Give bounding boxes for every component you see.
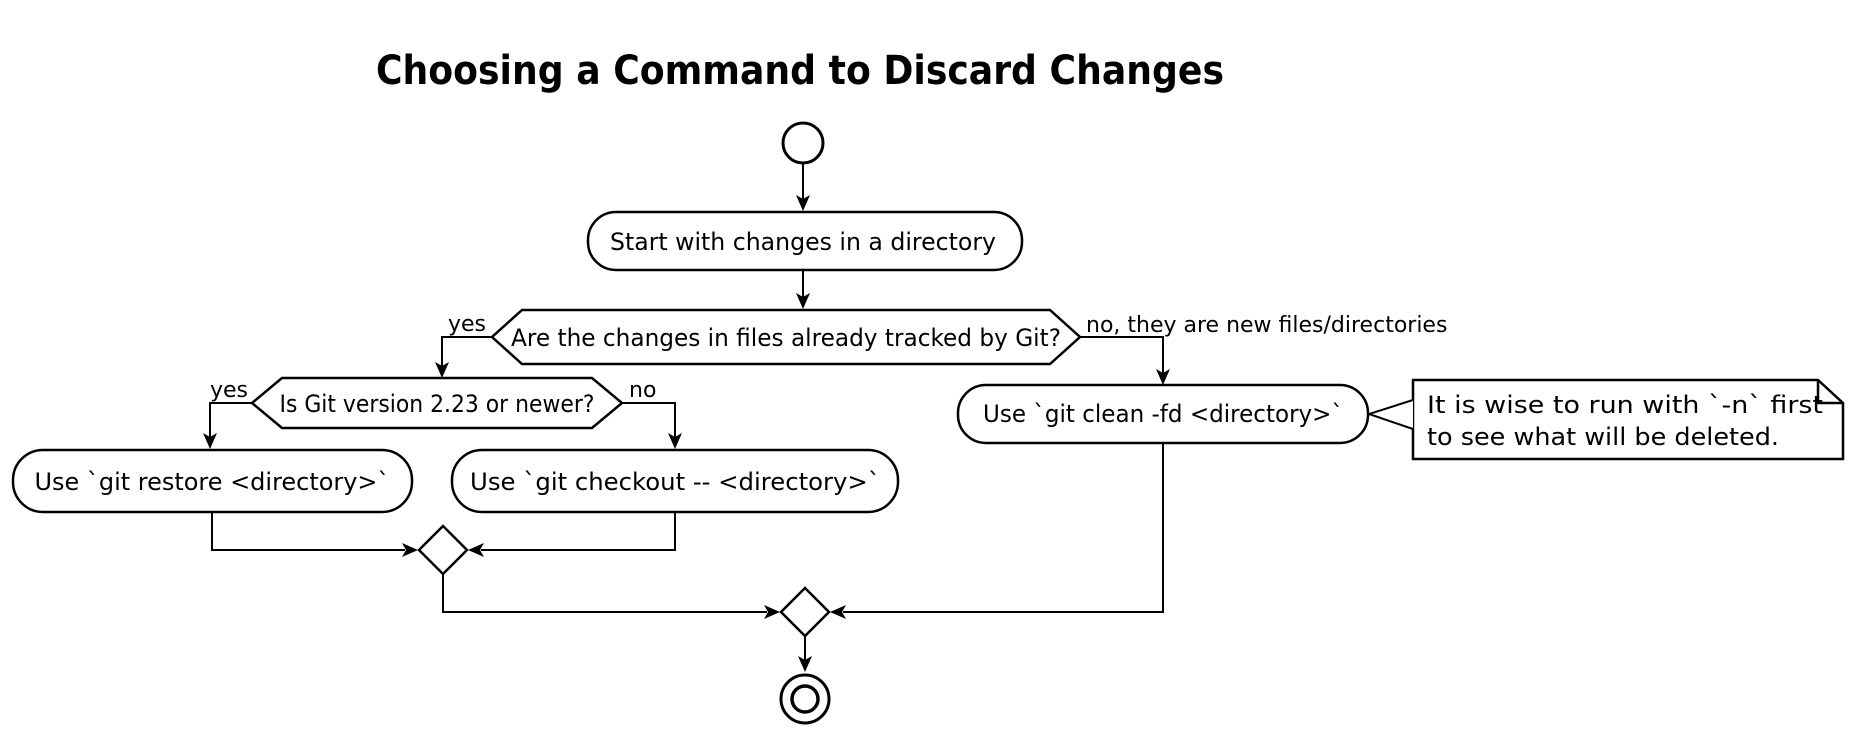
- action-node-start-label: Start with changes in a directory: [610, 228, 996, 256]
- edge-version-yes: [203, 402, 252, 449]
- arrowhead-down-icon: [435, 362, 449, 378]
- start-circle: [781, 121, 825, 165]
- arrowhead-down-icon: [796, 293, 810, 309]
- arrowhead-down-icon: [796, 195, 810, 211]
- edge-label-tracked-no: no, they are new files/directories: [1086, 313, 1447, 338]
- edge-line: [481, 512, 676, 551]
- edge-version-no: [622, 402, 682, 449]
- arrowhead-down-icon: [668, 433, 682, 449]
- diagram-title: Choosing a Command to Discard Changes: [376, 48, 1224, 94]
- edge-label-tracked-yes: yes: [448, 312, 486, 337]
- edge-action-to-decision-tracked: [796, 270, 810, 309]
- arrowhead-right-icon: [764, 605, 780, 619]
- edge-label-version-no: no: [629, 378, 656, 403]
- arrowhead-left-icon: [830, 605, 846, 619]
- arrowhead-left-icon: [468, 543, 484, 557]
- edge-label-version-yes: yes: [210, 378, 248, 403]
- action-node-clean-label: Use `git clean -fd <directory>`: [983, 400, 1343, 428]
- action-node-checkout-label: Use `git checkout -- <directory>`: [470, 468, 880, 496]
- decision-node-tracked-label: Are the changes in files already tracked…: [511, 324, 1061, 352]
- arrowhead-down-icon: [203, 433, 217, 449]
- arrowhead-down-icon: [798, 656, 812, 672]
- edge-tracked-no: [1080, 336, 1170, 385]
- edge-line: [622, 402, 676, 445]
- note-text-line1: It is wise to run with `-n` first: [1427, 391, 1823, 419]
- note-text-line2: to see what will be deleted.: [1427, 423, 1779, 451]
- edge-line: [1080, 336, 1164, 381]
- edge-clean-to-merge2: [830, 443, 1164, 619]
- edge-line: [209, 402, 252, 445]
- merge-diamond-2: [779, 586, 831, 638]
- edge-start-to-action: [796, 163, 810, 211]
- action-node-start: [586, 210, 1024, 272]
- edge-line: [442, 574, 767, 613]
- note-body: [1411, 378, 1845, 461]
- edge-line: [441, 336, 492, 374]
- arrowhead-right-icon: [402, 543, 418, 557]
- note-connector: [1365, 399, 1414, 430]
- end-circle-inner: [790, 684, 820, 714]
- note-fold-icon: [1816, 380, 1843, 405]
- decision-node-version-label: Is Git version 2.23 or newer?: [280, 390, 595, 418]
- edge-restore-to-merge1: [211, 512, 418, 557]
- edge-merge2-to-end: [798, 636, 812, 672]
- arrowhead-down-icon: [1156, 369, 1170, 385]
- edge-line: [843, 443, 1164, 613]
- edge-merge1-to-merge2: [442, 574, 780, 619]
- edge-tracked-yes: [435, 336, 492, 378]
- action-node-restore-label: Use `git restore <directory>`: [35, 468, 390, 496]
- edge-checkout-to-merge1: [468, 512, 676, 557]
- merge-diamond-1: [417, 524, 469, 576]
- edge-line: [211, 512, 405, 551]
